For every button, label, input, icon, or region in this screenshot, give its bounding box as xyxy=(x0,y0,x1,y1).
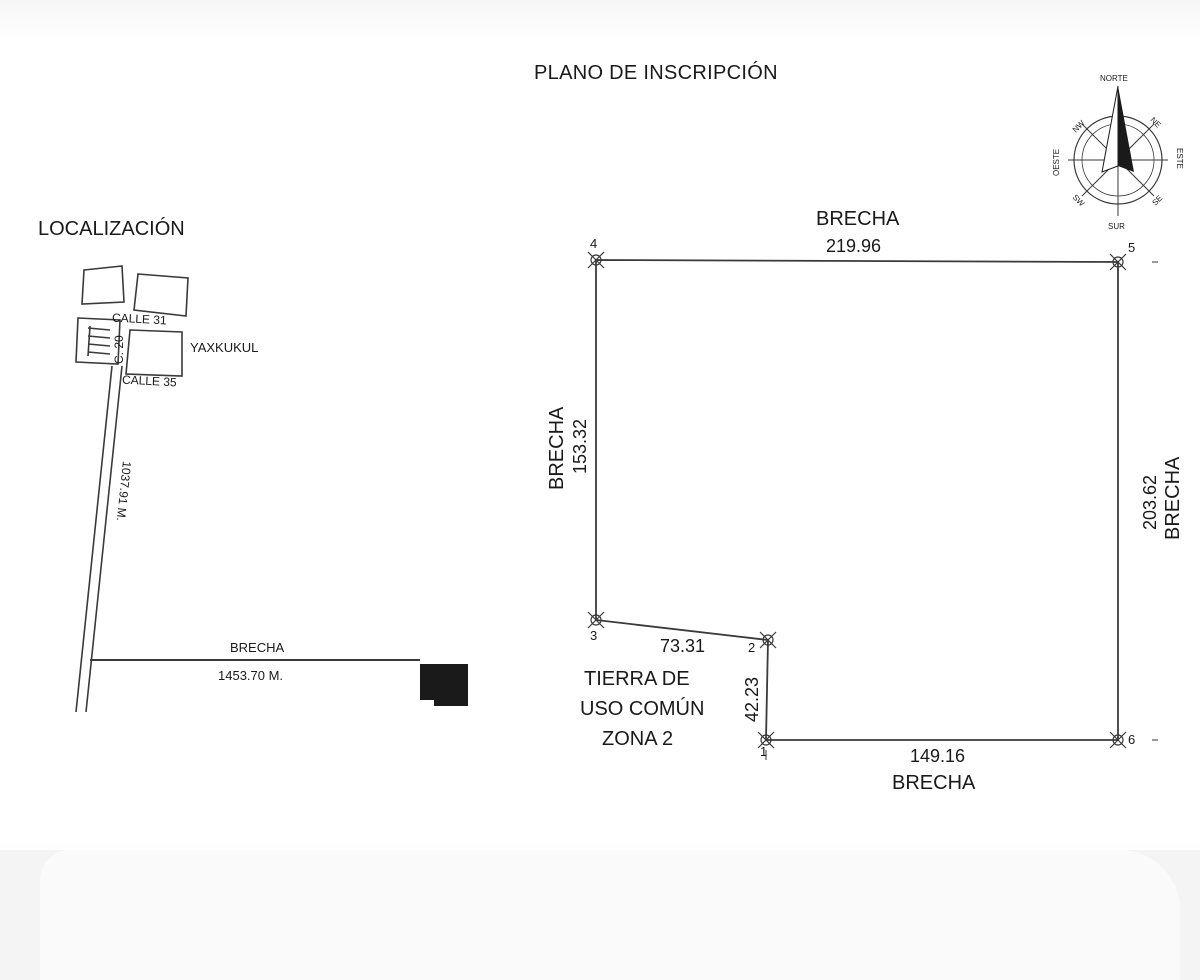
vertex-marker-2 xyxy=(759,631,777,649)
vertex-label-3: 3 xyxy=(590,628,598,643)
vertex-label-5: 5 xyxy=(1128,240,1136,255)
brecha-label-location: BRECHA xyxy=(230,640,285,655)
vertex-marker-3 xyxy=(587,611,605,629)
parcel-location-block xyxy=(420,664,468,706)
location-heading: LOCALIZACIÓN xyxy=(38,218,185,240)
top-side-label: BRECHA xyxy=(816,208,900,230)
adjacent-land-line-3: ZONA 2 xyxy=(602,728,674,750)
scan-paper-edge xyxy=(40,850,1180,980)
vertex-marker-1 xyxy=(757,731,775,749)
block-ne xyxy=(133,273,189,317)
adjacent-land-line-2: USO COMÚN xyxy=(580,698,705,720)
town-yaxkukul: YAXKUKUL xyxy=(190,340,259,355)
brecha-length-location: 1453.70 M. xyxy=(218,668,284,683)
compass-west: OESTE xyxy=(1052,148,1061,176)
segment-3-2-length: 73.31 xyxy=(660,636,706,656)
access-road-west xyxy=(75,365,113,713)
compass-north: NORTE xyxy=(1100,74,1128,83)
vertex-label-4: 4 xyxy=(590,236,598,251)
north-arrow-dark xyxy=(1118,86,1134,172)
vertex-marker-4 xyxy=(587,251,605,269)
compass-east: ESTE xyxy=(1175,148,1184,169)
compass-south: SUR xyxy=(1108,222,1125,231)
block-sw xyxy=(75,317,121,365)
access-road-east xyxy=(85,365,123,713)
north-arrow-light xyxy=(1101,85,1119,173)
block-nw xyxy=(81,265,125,305)
block-se xyxy=(125,329,183,377)
top-side-length: 219.96 xyxy=(826,236,882,256)
vertex-label-1: 1 xyxy=(760,744,768,759)
plan-title: PLANO DE INSCRIPCIÓN xyxy=(534,62,778,84)
bottom-side-label: BRECHA xyxy=(892,772,976,794)
adjacent-land-line-1: TIERRA DE xyxy=(584,668,690,690)
vertex-marker-5 xyxy=(1109,253,1127,271)
bottom-side-length: 149.16 xyxy=(910,746,966,766)
vertex-label-2: 2 xyxy=(748,640,756,655)
vertex-marker-6 xyxy=(1109,731,1127,749)
vertex-label-6: 6 xyxy=(1128,732,1136,747)
